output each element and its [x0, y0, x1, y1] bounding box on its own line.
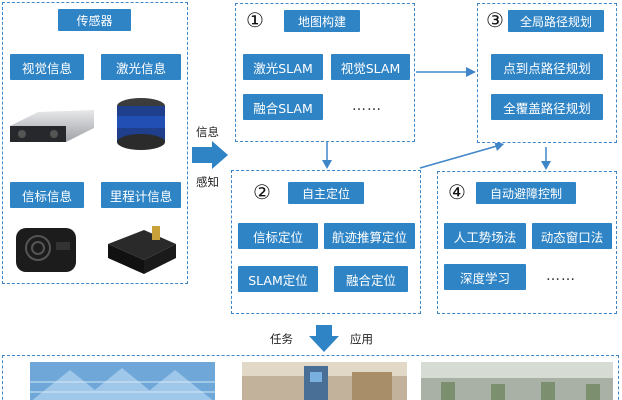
localization-item-slam: SLAM定位	[238, 266, 318, 292]
avoidance-item-dynamic-window: 动态窗口法	[532, 223, 612, 249]
global-path-title: 全局路径规划	[508, 10, 604, 32]
beacon-reader-image	[12, 222, 86, 278]
laser-info-chip: 激光信息	[101, 54, 181, 80]
localization-item-fusion: 融合定位	[334, 266, 408, 292]
visual-info-chip: 视觉信息	[10, 54, 84, 80]
application-label: 应用	[350, 332, 373, 346]
avoidance-title: 自动避障控制	[476, 182, 576, 204]
localization-item-beacon: 信标定位	[238, 223, 318, 249]
beacon-info-chip: 信标信息	[10, 182, 84, 208]
lidar-image	[108, 94, 174, 156]
stereo-camera-image	[8, 98, 96, 148]
global-path-item-p2p: 点到点路径规划	[491, 54, 603, 80]
mapping-item-fusion-slam: 融合SLAM	[243, 94, 323, 120]
mapping-item-more: ……	[352, 98, 382, 114]
avoidance-item-potential-field: 人工势场法	[444, 223, 526, 249]
localization-number: ②	[253, 180, 271, 204]
greenhouse-robot-photo	[242, 362, 407, 400]
info-label: 信息	[196, 125, 219, 139]
localization-title: 自主定位	[288, 182, 364, 204]
avoidance-number: ④	[448, 180, 466, 204]
mapping-item-laser-slam: 激光SLAM	[243, 54, 323, 80]
sensor-title: 传感器	[58, 9, 131, 31]
global-path-number: ③	[486, 8, 504, 32]
mapping-number: ①	[246, 8, 264, 32]
odometer-info-chip: 里程计信息	[101, 182, 181, 208]
task-label: 任务	[270, 332, 293, 346]
global-path-item-coverage: 全覆盖路径规划	[491, 94, 603, 120]
perception-label: 感知	[196, 175, 219, 189]
greenhouse-photo-1	[30, 362, 215, 400]
sensor-to-core-arrow	[192, 141, 228, 169]
mapping-item-visual-slam: 视觉SLAM	[331, 54, 410, 80]
task-application-arrow	[309, 325, 339, 352]
imu-odometer-image	[104, 222, 180, 280]
avoidance-item-deep-learning: 深度学习	[444, 264, 526, 290]
mapping-title: 地图构建	[284, 10, 360, 32]
localization-item-dead-reckoning: 航迹推算定位	[324, 223, 415, 249]
avoidance-item-more: ……	[546, 268, 576, 284]
greenhouse-photo-3	[421, 362, 613, 400]
